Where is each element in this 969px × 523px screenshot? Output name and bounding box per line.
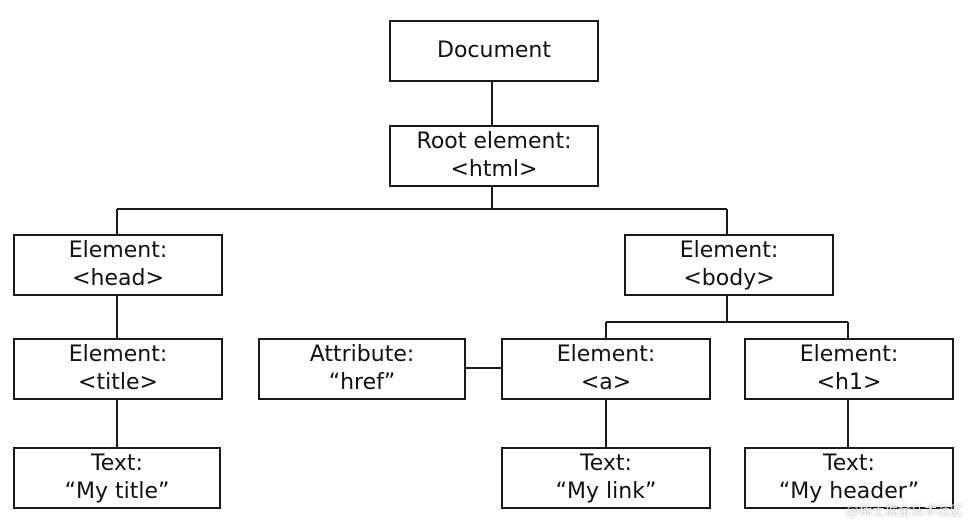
node-attribute-value: “href” [328, 370, 396, 395]
node-text-my-title: Text: “My title” [13, 447, 221, 509]
node-text-title-value: “My title” [64, 479, 170, 504]
node-text-my-header: Text: “My header” [744, 447, 954, 509]
node-attribute-label: Attribute: [309, 342, 415, 367]
node-a-label: Element: [556, 342, 656, 367]
node-title-tag: <title> [78, 370, 158, 395]
node-h1-tag: <h1> [816, 370, 882, 395]
node-a-tag: <a> [580, 370, 632, 395]
node-body-label: Element: [679, 238, 779, 263]
node-head-tag: <head> [72, 266, 164, 291]
node-head-label: Element: [68, 238, 168, 263]
node-element-h1: Element: <h1> [744, 338, 954, 400]
node-h1-label: Element: [799, 342, 899, 367]
node-body-tag: <body> [683, 266, 775, 291]
node-root-html: Root element: <html> [389, 125, 599, 187]
watermark: @稀土掘金技术社区 [845, 504, 963, 519]
node-document-label: Document [437, 38, 551, 63]
node-text-title-label: Text: [91, 451, 143, 476]
node-title-label: Element: [68, 342, 168, 367]
node-document: Document [389, 20, 599, 82]
node-element-body: Element: <body> [624, 234, 834, 296]
node-text-link-value: “My link” [555, 479, 657, 504]
node-element-head: Element: <head> [13, 234, 223, 296]
node-element-title: Element: <title> [13, 338, 223, 400]
node-root-tag: <html> [450, 157, 538, 182]
node-text-my-link: Text: “My link” [501, 447, 711, 509]
node-text-link-label: Text: [580, 451, 632, 476]
node-root-label: Root element: [416, 129, 572, 154]
node-text-header-value: “My header” [778, 479, 920, 504]
node-element-a: Element: <a> [501, 338, 711, 400]
node-text-header-label: Text: [823, 451, 875, 476]
node-attribute-href: Attribute: “href” [258, 338, 466, 400]
